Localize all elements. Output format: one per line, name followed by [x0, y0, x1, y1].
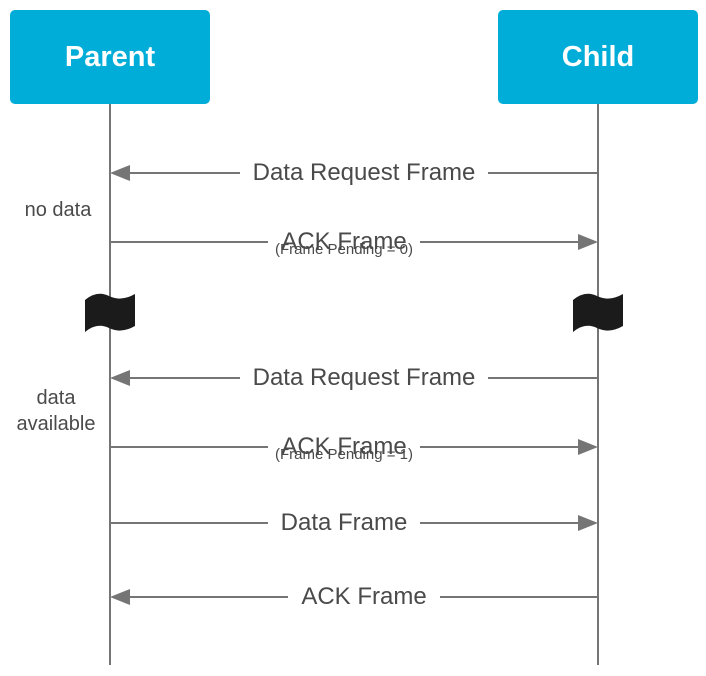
message-line — [130, 596, 289, 598]
message-line — [419, 241, 579, 243]
message-label-text: ACK Frame — [281, 433, 407, 461]
message-line — [439, 596, 599, 598]
arrowhead-right-icon — [578, 439, 599, 455]
message-sublabel: (Frame Pending = 0) — [275, 241, 413, 259]
arrowhead-left-icon — [110, 165, 130, 181]
annotation-data-available: data available — [16, 387, 96, 435]
annotation-no-data: no data — [24, 199, 92, 221]
message-line — [110, 522, 268, 524]
arrowhead-right-icon — [578, 515, 599, 531]
message-line — [488, 377, 599, 379]
lifeline-child — [597, 104, 599, 665]
actor-label-parent: Parent — [64, 40, 156, 73]
message-label: Data Request Frame — [252, 364, 476, 392]
message-label: ACK Frame (Frame Pending = 0) — [268, 228, 419, 259]
break-flag-icon — [573, 293, 623, 332]
arrowhead-right-icon — [578, 234, 599, 250]
message-line — [110, 446, 269, 448]
message-line — [110, 241, 269, 243]
arrowhead-left-icon — [110, 370, 130, 386]
message-line — [130, 377, 240, 379]
break-flag-icon — [85, 293, 135, 332]
message-label: ACK Frame (Frame Pending = 1) — [268, 433, 419, 464]
message-line — [419, 446, 579, 448]
message-label-text: ACK Frame — [281, 228, 407, 256]
message-line — [420, 522, 579, 524]
arrowhead-left-icon — [110, 589, 130, 605]
message-line — [488, 172, 599, 174]
actor-box-parent: Parent — [10, 10, 210, 104]
message-sublabel: (Frame Pending = 1) — [275, 446, 413, 464]
message-label: Data Frame — [280, 509, 408, 537]
actor-box-child: Child — [498, 10, 698, 104]
message-label: Data Request Frame — [252, 159, 476, 187]
message-label: ACK Frame — [301, 583, 427, 611]
message-line — [130, 172, 240, 174]
actor-label-child: Child — [561, 40, 635, 73]
